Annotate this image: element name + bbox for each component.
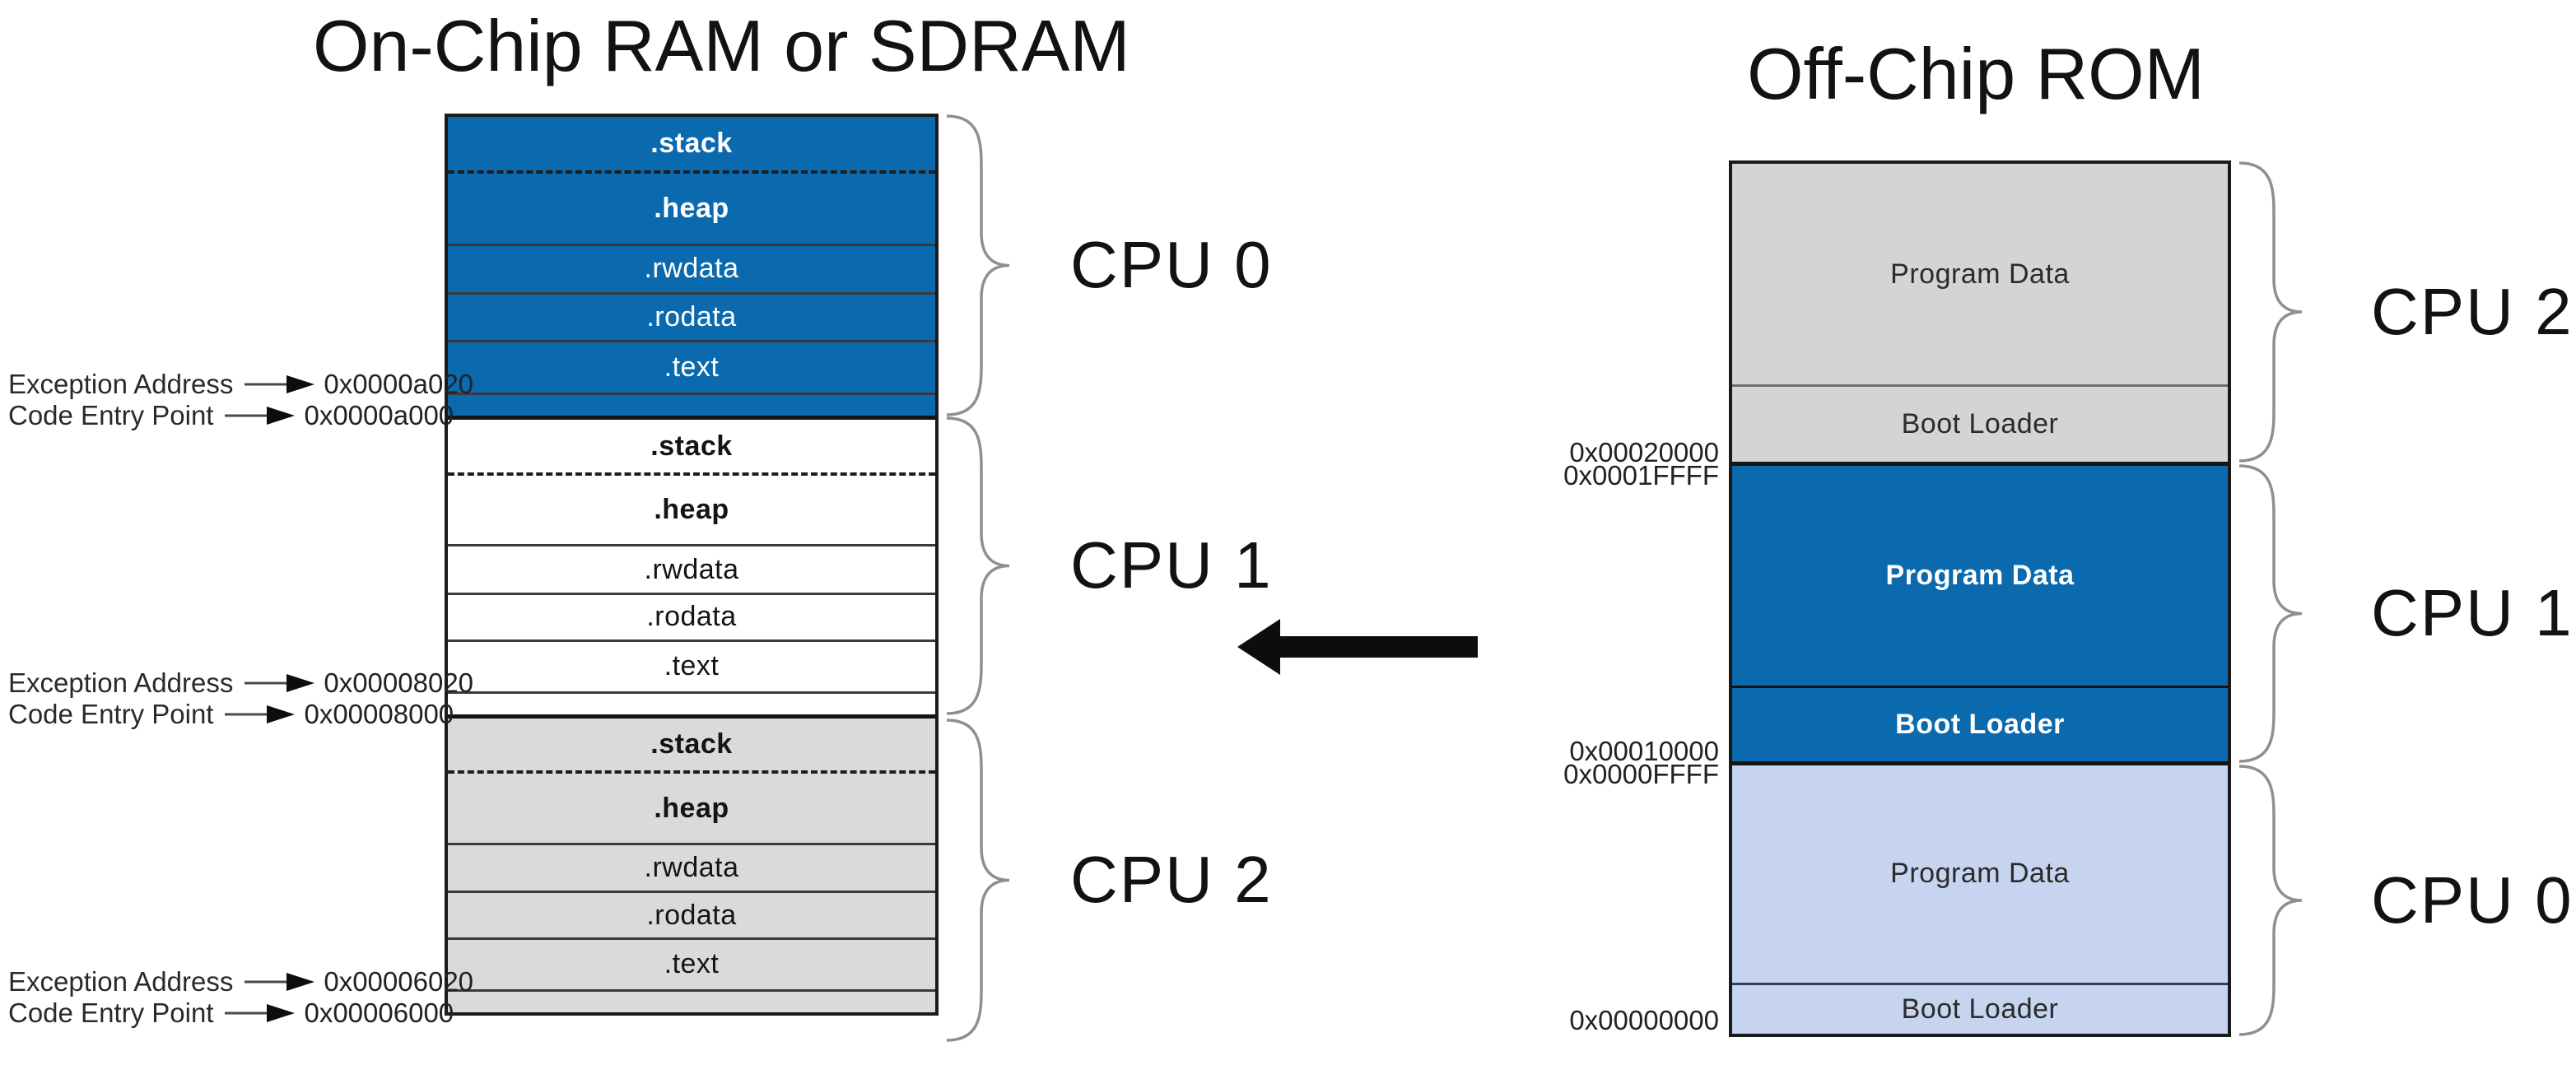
pointer-arrow-icon bbox=[245, 674, 315, 692]
pointer-arrow-icon bbox=[245, 375, 315, 393]
boot-loader-cell: Boot Loader bbox=[1732, 985, 2228, 1034]
segment-label: .text bbox=[664, 650, 720, 682]
segment-label: .heap bbox=[654, 192, 729, 224]
program-data-cell: Program Data bbox=[1732, 164, 2228, 388]
boot-loader-label: Boot Loader bbox=[1901, 407, 2059, 439]
segment-row-rodata: .rodata bbox=[448, 295, 935, 342]
code-entry-row-cpu2: Code Entry Point 0x00006000 bbox=[8, 997, 454, 1030]
boot-loader-label: Boot Loader bbox=[1901, 993, 2059, 1025]
segment-label: .rwdata bbox=[644, 851, 739, 883]
segment-label: .rodata bbox=[646, 300, 737, 333]
exception-address-value: 0x0000a020 bbox=[324, 369, 474, 399]
boot-loader-cell: Boot Loader bbox=[1732, 688, 2228, 761]
segment-row-text: .text bbox=[448, 940, 935, 992]
rom-address-label: 0x00010000 bbox=[1569, 736, 1719, 766]
segment-label: .rwdata bbox=[644, 553, 739, 585]
cpu0-brace-icon bbox=[2238, 765, 2303, 1036]
boot-loader-cell: Boot Loader bbox=[1732, 387, 2228, 462]
program-data-cell: Program Data bbox=[1732, 466, 2228, 688]
rom-cpu0-label: CPU 0 bbox=[2371, 863, 2574, 937]
segment-label: .rodata bbox=[646, 601, 737, 633]
segment-row-text: .text bbox=[448, 642, 935, 694]
exception-address-label: Exception Address bbox=[8, 369, 234, 399]
exception-address-row-cpu0: Exception Address 0x0000a020 bbox=[8, 368, 473, 401]
segment-row-stack: .stack bbox=[448, 420, 935, 477]
program-data-label: Program Data bbox=[1885, 559, 2075, 591]
exception-address-label: Exception Address bbox=[8, 966, 234, 997]
rom-address-label: 0x0001FFFF bbox=[1563, 460, 1719, 491]
segment-row-heap: .heap bbox=[448, 174, 935, 246]
pointer-arrow-icon bbox=[225, 705, 296, 723]
exception-address-row-cpu1: Exception Address 0x00008020 bbox=[8, 667, 473, 700]
code-entry-row-cpu0: Code Entry Point 0x0000a000 bbox=[8, 399, 454, 432]
program-data-label: Program Data bbox=[1890, 858, 2070, 890]
segment-label: .text bbox=[664, 351, 720, 383]
segment-label: .stack bbox=[650, 430, 733, 462]
code-entry-label: Code Entry Point bbox=[8, 699, 214, 729]
segment-label: .stack bbox=[650, 127, 733, 159]
boot-loader-label: Boot Loader bbox=[1895, 708, 2065, 740]
segment-label: .heap bbox=[654, 494, 729, 526]
ram-cpu1-section: .stack .heap .rwdata .rodata .text bbox=[448, 416, 935, 714]
code-entry-label: Code Entry Point bbox=[8, 400, 214, 430]
segment-label: .rwdata bbox=[644, 253, 739, 285]
ram-memory-block: .stack .heap .rwdata .rodata .text .stac… bbox=[445, 114, 939, 1016]
rom-title: Off-Chip ROM bbox=[1747, 33, 2205, 114]
segment-row-rodata: .rodata bbox=[448, 595, 935, 642]
segment-row-rwdata: .rwdata bbox=[448, 845, 935, 894]
rom-to-ram-arrow-icon bbox=[1237, 619, 1478, 675]
ram-cpu0-section: .stack .heap .rwdata .rodata .text bbox=[448, 117, 935, 416]
segment-label: .rodata bbox=[646, 899, 737, 931]
exception-vector-strip bbox=[448, 694, 935, 714]
code-entry-row-cpu1: Code Entry Point 0x00008000 bbox=[8, 698, 454, 731]
segment-row-stack: .stack bbox=[448, 117, 935, 174]
ram-cpu2-label: CPU 2 bbox=[1070, 843, 1273, 916]
program-data-cell: Program Data bbox=[1732, 765, 2228, 985]
rom-address-label: 0x00020000 bbox=[1569, 437, 1719, 467]
ram-cpu0-label: CPU 0 bbox=[1070, 228, 1273, 301]
exception-address-label: Exception Address bbox=[8, 667, 234, 698]
rom-address-label: 0x00000000 bbox=[1569, 1005, 1719, 1035]
exception-address-value: 0x00006020 bbox=[324, 966, 474, 997]
pointer-arrow-icon bbox=[225, 407, 296, 425]
exception-address-row-cpu2: Exception Address 0x00006020 bbox=[8, 965, 473, 998]
cpu0-brace-icon bbox=[946, 114, 1010, 416]
ram-title: On-Chip RAM or SDRAM bbox=[313, 5, 1130, 86]
exception-vector-strip bbox=[448, 992, 935, 1012]
cpu1-brace-icon bbox=[946, 416, 1010, 715]
pointer-arrow-icon bbox=[225, 1004, 296, 1022]
rom-cpu2-section: Program Data Boot Loader bbox=[1732, 164, 2228, 462]
segment-row-heap: .heap bbox=[448, 774, 935, 845]
code-entry-label: Code Entry Point bbox=[8, 998, 214, 1028]
ram-cpu2-section: .stack .heap .rwdata .rodata .text bbox=[448, 714, 935, 1012]
pointer-arrow-icon bbox=[245, 973, 315, 991]
code-entry-value: 0x0000a000 bbox=[304, 400, 454, 430]
exception-address-value: 0x00008020 bbox=[324, 667, 474, 698]
code-entry-value: 0x00008000 bbox=[304, 699, 454, 729]
segment-row-heap: .heap bbox=[448, 476, 935, 547]
program-data-label: Program Data bbox=[1890, 258, 2070, 290]
exception-vector-strip bbox=[448, 395, 935, 416]
segment-row-rwdata: .rwdata bbox=[448, 246, 935, 295]
rom-cpu2-label: CPU 2 bbox=[2371, 275, 2574, 348]
segment-row-stack: .stack bbox=[448, 719, 935, 774]
cpu2-brace-icon bbox=[946, 719, 1010, 1042]
segment-row-rodata: .rodata bbox=[448, 893, 935, 940]
cpu2-brace-icon bbox=[2238, 161, 2303, 463]
rom-memory-block: Program Data Boot Loader Program Data Bo… bbox=[1729, 160, 2231, 1037]
rom-cpu1-label: CPU 1 bbox=[2371, 576, 2574, 649]
segment-label: .text bbox=[664, 948, 720, 980]
cpu1-brace-icon bbox=[2238, 464, 2303, 763]
ram-cpu1-label: CPU 1 bbox=[1070, 528, 1273, 602]
rom-cpu0-section: Program Data Boot Loader bbox=[1732, 760, 2228, 1034]
segment-row-rwdata: .rwdata bbox=[448, 546, 935, 595]
segment-row-text: .text bbox=[448, 342, 935, 395]
rom-cpu1-section: Program Data Boot Loader bbox=[1732, 461, 2228, 761]
segment-label: .heap bbox=[654, 792, 729, 824]
segment-label: .stack bbox=[650, 728, 733, 760]
code-entry-value: 0x00006000 bbox=[304, 998, 454, 1028]
rom-address-label: 0x0000FFFF bbox=[1563, 759, 1719, 789]
